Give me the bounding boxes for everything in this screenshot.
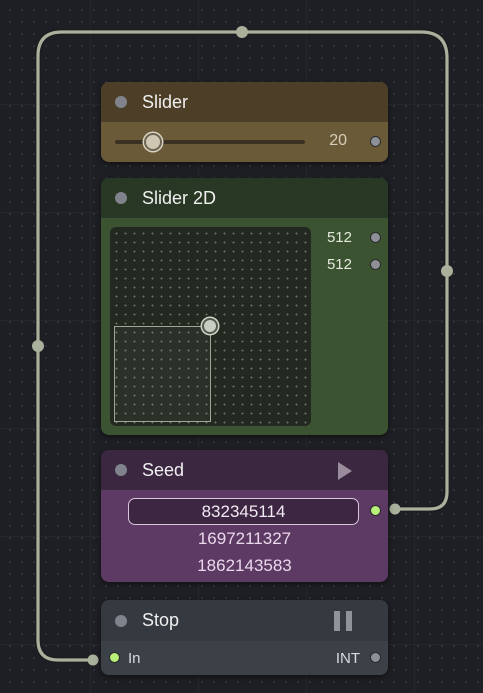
stop-node[interactable]: Stop In INT bbox=[101, 600, 388, 675]
xy-pad[interactable] bbox=[110, 227, 311, 426]
node-header[interactable]: Stop bbox=[101, 600, 388, 641]
output-port-x[interactable] bbox=[370, 232, 381, 243]
input-port[interactable] bbox=[109, 652, 120, 663]
wire-end-stop bbox=[87, 654, 99, 666]
slider-2d-node[interactable]: Slider 2D 512 512 bbox=[101, 178, 388, 435]
play-icon[interactable] bbox=[338, 462, 352, 480]
status-dot-icon bbox=[115, 464, 127, 476]
xy-selection-area bbox=[114, 326, 211, 422]
node-header[interactable]: Slider bbox=[101, 82, 388, 122]
seed-history-item[interactable]: 1862143583 bbox=[197, 556, 292, 575]
output-port[interactable] bbox=[370, 652, 381, 663]
wire-reroute-point-right[interactable] bbox=[441, 265, 453, 277]
output-y-value: 512 bbox=[326, 256, 352, 273]
node-title: Seed bbox=[142, 459, 185, 480]
node-header[interactable]: Slider 2D bbox=[101, 178, 388, 218]
slider-track[interactable] bbox=[115, 140, 305, 144]
input-label: In bbox=[128, 650, 141, 667]
stop-io-row: In INT bbox=[101, 641, 388, 675]
output-label: INT bbox=[335, 650, 360, 667]
slider-control[interactable]: 20 bbox=[101, 122, 388, 162]
node-title: Stop bbox=[142, 610, 180, 630]
output-port-y[interactable] bbox=[370, 259, 381, 270]
status-dot-icon bbox=[115, 614, 127, 627]
output-x-value: 512 bbox=[326, 229, 352, 246]
status-dot-icon bbox=[115, 192, 127, 204]
xy-pad-handle[interactable] bbox=[202, 318, 218, 334]
slider-handle[interactable] bbox=[144, 133, 162, 151]
output-port[interactable] bbox=[370, 136, 381, 147]
status-dot-icon bbox=[115, 96, 127, 108]
node-title: Slider 2D bbox=[142, 187, 217, 208]
wire-end-seed bbox=[389, 503, 401, 515]
seed-node[interactable]: Seed 832345114 1697211327 1862143583 bbox=[101, 450, 388, 582]
node-header[interactable]: Seed bbox=[101, 450, 388, 490]
pause-icon[interactable] bbox=[334, 611, 352, 631]
node-title: Slider bbox=[142, 91, 189, 112]
wire-reroute-point-left[interactable] bbox=[32, 340, 44, 352]
output-port[interactable] bbox=[370, 505, 381, 516]
wire-reroute-point-top[interactable] bbox=[236, 26, 248, 38]
seed-history-item[interactable]: 1697211327 bbox=[197, 529, 292, 548]
seed-current-value[interactable]: 832345114 bbox=[128, 498, 359, 525]
slider-node[interactable]: Slider 20 bbox=[101, 82, 388, 162]
slider-value: 20 bbox=[329, 132, 347, 149]
